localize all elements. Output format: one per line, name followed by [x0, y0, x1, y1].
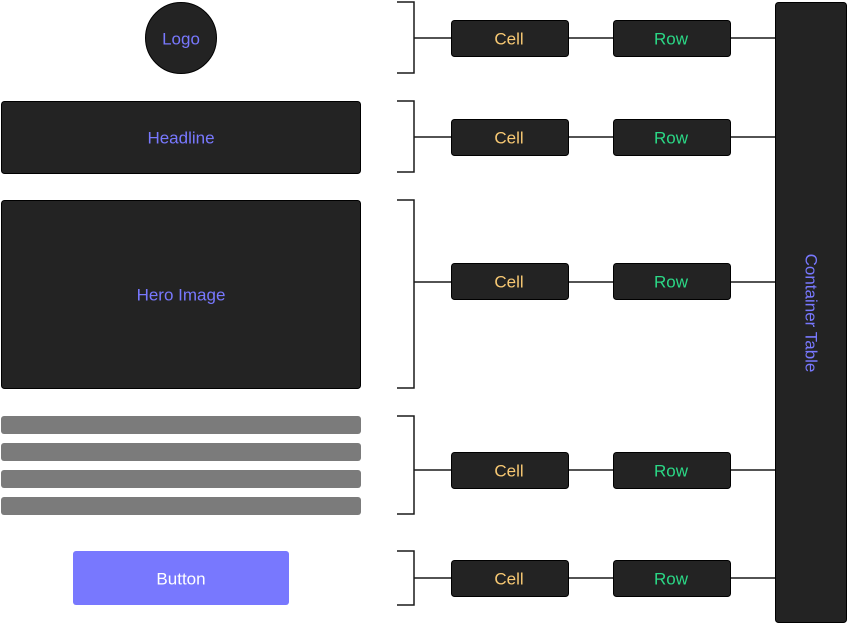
cell-label: Cell	[494, 570, 523, 589]
container-table: Container Table	[775, 2, 847, 623]
text-line	[1, 443, 361, 461]
cell-node	[451, 560, 569, 597]
row-node	[613, 20, 731, 57]
row-group: Cell Row	[451, 560, 731, 597]
logo-label: Logo	[162, 30, 200, 49]
button-block: Button	[73, 551, 289, 605]
bracket	[397, 550, 452, 606]
bracket	[397, 199, 452, 389]
cell-label: Cell	[494, 462, 523, 481]
row-label: Row	[654, 30, 689, 49]
row-node	[613, 119, 731, 156]
row-node	[613, 263, 731, 300]
row-group: Cell Row	[451, 119, 731, 156]
row-node	[613, 452, 731, 489]
container-label: Container Table	[802, 254, 821, 373]
row-label: Row	[654, 462, 689, 481]
row-node	[613, 560, 731, 597]
text-lines-block	[1, 416, 361, 515]
connectors	[568, 37, 776, 579]
cell-node	[451, 263, 569, 300]
row-group: Cell Row	[451, 452, 731, 489]
cell-label: Cell	[494, 129, 523, 148]
row-label: Row	[654, 273, 689, 292]
row-label: Row	[654, 570, 689, 589]
headline-label: Headline	[147, 129, 214, 148]
hero-image-label: Hero Image	[137, 286, 226, 305]
row-group: Cell Row	[451, 20, 731, 57]
bracket	[397, 100, 452, 173]
headline-block: Headline	[1, 101, 361, 174]
cell-label: Cell	[494, 273, 523, 292]
row-group: Cell Row	[451, 263, 731, 300]
cell-node	[451, 20, 569, 57]
bracket	[397, 415, 452, 515]
text-line	[1, 416, 361, 434]
bracket	[397, 1, 452, 74]
hero-image-block: Hero Image	[1, 200, 361, 389]
text-line	[1, 497, 361, 515]
cell-node	[451, 452, 569, 489]
brackets	[397, 1, 452, 606]
row-label: Row	[654, 129, 689, 148]
cell-node	[451, 119, 569, 156]
button-label: Button	[156, 570, 205, 589]
logo-block: Logo	[145, 2, 217, 74]
text-line	[1, 470, 361, 488]
cell-label: Cell	[494, 30, 523, 49]
